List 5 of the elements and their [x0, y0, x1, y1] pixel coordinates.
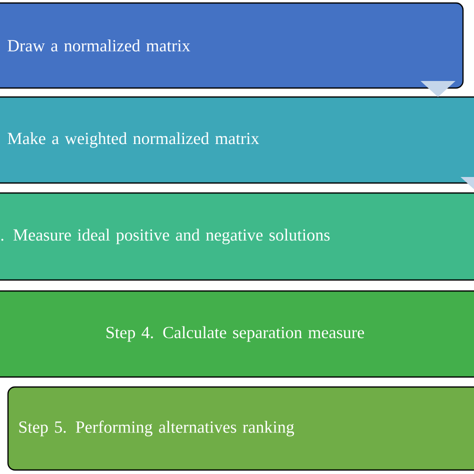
step-box: Step 5. Performing alternatives ranking — [7, 386, 474, 471]
step-box: Step 4. Calculate separation measure — [0, 290, 474, 378]
step-box: Make a weighted normalized matrix — [0, 96, 474, 184]
step-box: . Measure ideal positive and negative solutions — [0, 192, 474, 281]
step-box: Draw a normalized matrix — [0, 2, 464, 89]
